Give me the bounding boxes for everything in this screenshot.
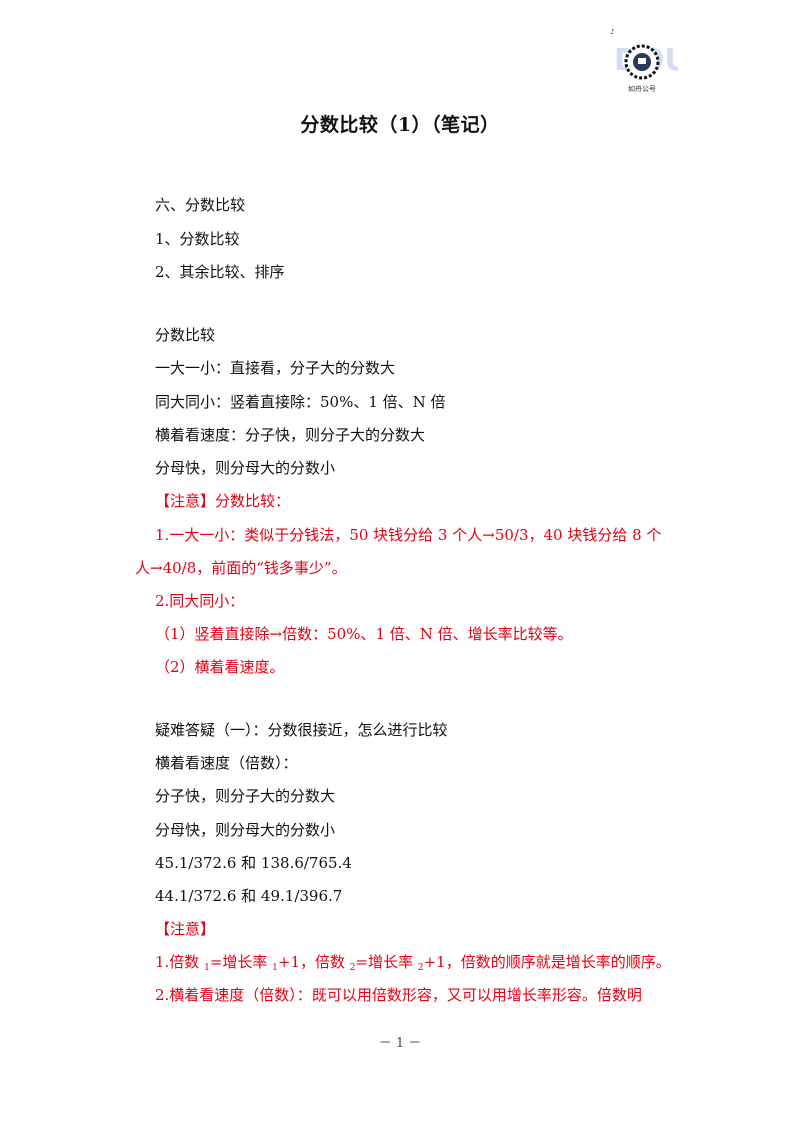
text-line: 1、分数比较 (155, 230, 240, 248)
note-line: （1）竖着直接除→倍数：50%、1 倍、N 倍、增长率比较等。 (155, 625, 573, 643)
logo-qr-icon: ♪ DOU (610, 28, 678, 80)
text-line: 分数比较 (155, 326, 216, 344)
note-line: 1.一大一小：类似于分钱法，50 块钱分给 3 个人→50/3，40 块钱分给 … (155, 526, 662, 544)
note-heading: 【注意】 (155, 920, 216, 938)
text-line: 分母快，则分母大的分数小 (155, 459, 336, 477)
text-line: 同大同小：竖着直接除：50%、1 倍、N 倍 (155, 393, 446, 411)
text-line: 疑难答疑（一）：分数很接近，怎么进行比较 (155, 721, 448, 739)
text-line: 横着看速度（倍数）： (155, 754, 298, 772)
page-number: － 1 － (378, 1036, 422, 1051)
text-line: 六、分数比较 (155, 196, 246, 214)
note-heading: 【注意】分数比较： (155, 492, 291, 510)
note-line: （2）横着看速度。 (155, 658, 285, 676)
note-line: 2.横着看速度（倍数）：既可以用倍数形容，又可以用增长率形容。倍数明 (155, 986, 642, 1004)
text-line: 分母快，则分母大的分数小 (155, 821, 336, 839)
svg-text:♪: ♪ (610, 28, 614, 36)
text-line: 分子快，则分子大的分数大 (155, 787, 336, 805)
text-line: 横着看速度：分子快，则分子大的分数大 (155, 426, 426, 444)
text-line: 45.1/372.6 和 138.6/765.4 (155, 854, 352, 872)
text-line: 2、其余比较、排序 (155, 263, 285, 281)
note-line: 2.同大同小： (155, 592, 245, 610)
logo-caption: 如舟公号 (628, 85, 656, 93)
text-line: 44.1/372.6 和 49.1/396.7 (155, 887, 343, 905)
note-line: 人→40/8，前面的“钱多事少”。 (135, 559, 347, 577)
text-line: 一大一小：直接看，分子大的分数大 (155, 359, 396, 377)
note-line: 1.倍数 1=增长率 1+1，倍数 2=增长率 2+1，倍数的顺序就是增长率的顺… (155, 953, 671, 973)
page-title: 分数比较（1）（笔记） (300, 114, 500, 136)
